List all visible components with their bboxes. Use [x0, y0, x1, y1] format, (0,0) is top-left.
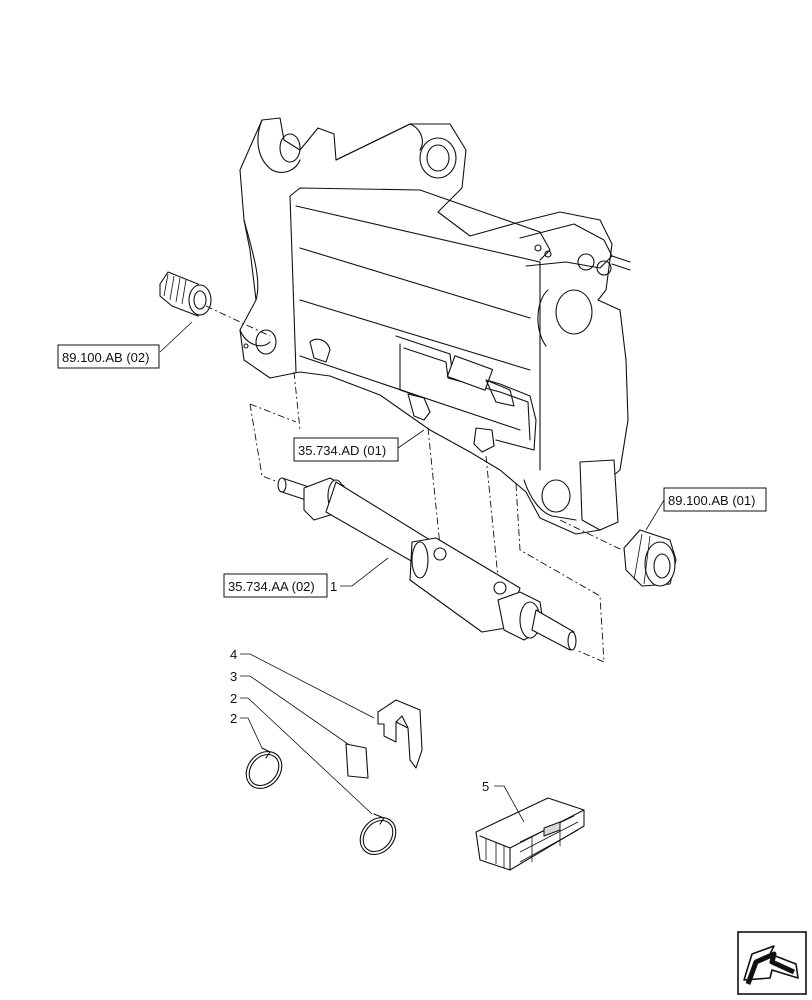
next-page-arrow-icon[interactable]: [737, 931, 807, 995]
ref-35-734-aa-02[interactable]: 35.734.AA (02): [223, 573, 328, 598]
svg-text:35.734.AA (02): 35.734.AA (02): [228, 579, 315, 594]
svg-text:89.100.AB (02): 89.100.AB (02): [62, 350, 149, 365]
bracket-clip: [377, 699, 423, 769]
bushing-right: [623, 529, 677, 587]
hose-clamp-1: [245, 747, 283, 790]
callout-item-2a: 2: [230, 691, 237, 706]
ref-89-100-ab-01[interactable]: 89.100.AB (01): [663, 487, 767, 512]
hose-clamp-2: [359, 813, 397, 856]
callout-item-1: 1: [330, 579, 337, 594]
callout-item-3: 3: [230, 669, 237, 684]
pad: [345, 743, 369, 779]
hydraulic-cylinder: [277, 477, 577, 651]
callout-item-2b: 2: [230, 711, 237, 726]
bushing-left: [159, 271, 212, 317]
callout-item-5: 5: [482, 779, 489, 794]
callout-item-4: 4: [230, 647, 237, 662]
frame-assembly: [239, 117, 631, 535]
ref-89-100-ab-02[interactable]: 89.100.AB (02): [57, 344, 160, 369]
svg-text:89.100.AB (01): 89.100.AB (01): [668, 493, 755, 508]
ref-35-734-ad-01[interactable]: 35.734.AD (01): [293, 437, 399, 462]
shipping-crate: [475, 797, 585, 871]
svg-text:35.734.AD (01): 35.734.AD (01): [298, 443, 386, 458]
